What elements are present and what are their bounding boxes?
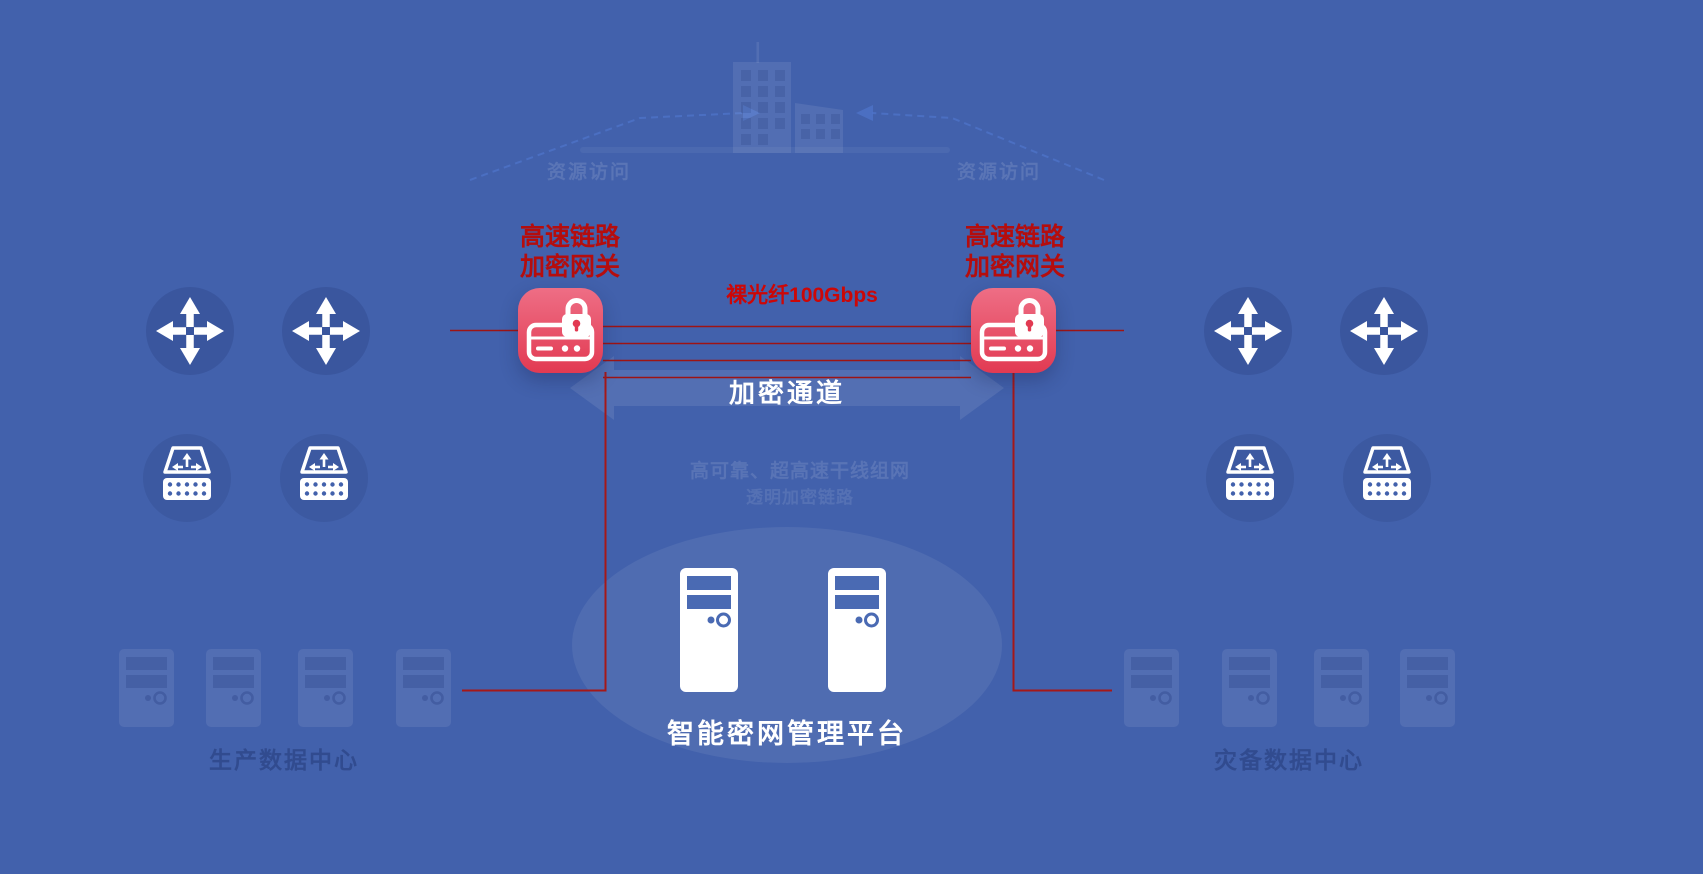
channel-feature-line1: 高可靠、超高速干线组网 — [689, 461, 911, 482]
building-icon — [733, 42, 843, 153]
router-icon — [1204, 287, 1292, 375]
management-server-icon — [828, 568, 886, 692]
router-icon — [1340, 287, 1428, 375]
site-label-right: 灾备数据中心 — [1214, 748, 1364, 773]
management-platform-label: 智能密网管理平台 — [667, 719, 907, 749]
gateway-label-left-line2: 加密网关 — [519, 253, 621, 281]
fiber-bandwidth-label: 裸光纤100Gbps — [726, 284, 878, 307]
switch-icon — [1206, 434, 1294, 522]
ghost-server-icon — [298, 649, 353, 727]
site-label-left: 生产数据中心 — [209, 748, 359, 773]
router-icon — [282, 287, 370, 375]
channel-feature-line2: 透明加密链路 — [746, 488, 854, 507]
encryption-gateway-icon-right — [971, 288, 1056, 373]
ghost-server-icon — [1124, 649, 1179, 727]
management-server-icon — [680, 568, 738, 692]
dashed-arrowhead-right — [856, 105, 873, 121]
gateway-label-right-line1: 高速链路 — [964, 223, 1066, 251]
ghost-server-icon — [119, 649, 174, 727]
ghost-server-icon — [1222, 649, 1277, 727]
encrypted-channel-label: 加密通道 — [728, 379, 846, 408]
switch-icon — [143, 434, 231, 522]
router-icon — [146, 287, 234, 375]
resource-access-label-left: 资源访问 — [546, 162, 632, 183]
switch-icon — [280, 434, 368, 522]
gateway-lock-device-icon — [518, 288, 603, 373]
gateway-lock-device-icon — [971, 288, 1056, 373]
switch-icon — [1343, 434, 1431, 522]
management-platform-ellipse — [572, 527, 1002, 763]
ghost-server-icon — [1314, 649, 1369, 727]
gateway-label-right: 高速链路 加密网关 — [965, 222, 1065, 282]
ghost-server-icon — [1400, 649, 1455, 727]
red-connector-right — [1012, 373, 1112, 692]
gateway-label-left: 高速链路 加密网关 — [520, 222, 620, 282]
resource-access-label-right: 资源访问 — [956, 162, 1042, 183]
encryption-gateway-icon-left — [518, 288, 603, 373]
ghost-server-icon — [396, 649, 451, 727]
gateway-label-right-line2: 加密网关 — [964, 253, 1066, 281]
gateway-label-left-line1: 高速链路 — [519, 223, 621, 251]
ghost-server-icon — [206, 649, 261, 727]
